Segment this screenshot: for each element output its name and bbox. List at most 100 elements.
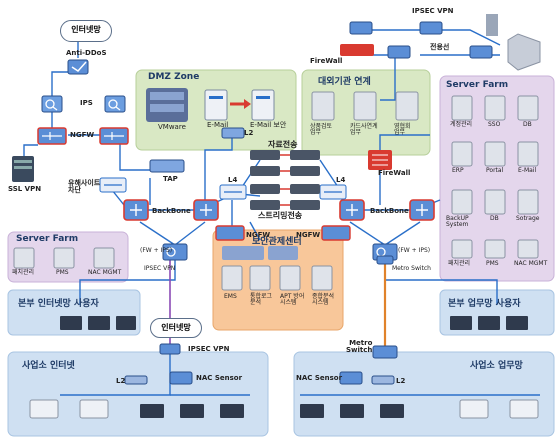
branch-business-printers [459, 399, 539, 419]
firewall-top-device [340, 44, 374, 56]
sc-item-0: EMS [224, 293, 237, 300]
l4-right-device [319, 184, 347, 200]
ipsec-vpn-bottom-label: IPSEC VPN [188, 345, 230, 353]
ips-label: IPS [80, 99, 93, 107]
email-sec-label: E-Mail 보안 [250, 121, 287, 129]
tap-label: TAP [163, 175, 178, 183]
branch-business-title: 사업소 업무망 [470, 361, 523, 371]
link-ngfw-tap [68, 134, 150, 171]
harmful-site-device [99, 177, 127, 193]
ngfw-left-device [215, 225, 245, 241]
transfer-switches [250, 150, 320, 210]
anti-ddos-label: Anti-DDoS [66, 49, 107, 57]
security-center-icons [221, 246, 333, 291]
ssl-vpn-server [12, 156, 34, 182]
branch-internet-pcs [140, 404, 244, 418]
sf-right-item-7: DB [490, 215, 499, 222]
backbone-right-2 [409, 199, 435, 221]
email-arrow [230, 99, 251, 109]
ipsec-vpn-top-label: IPSEC VPN [412, 7, 454, 15]
backbone-left-1 [123, 199, 149, 221]
link-backbone-right-down [349, 221, 386, 246]
metro-switch-label: Metro Switch [346, 339, 373, 354]
link-backbone-left-down [139, 221, 176, 246]
data-transfer-label: 자료전송 [268, 140, 298, 149]
nac-sensor-right [339, 371, 363, 385]
firewall-right-label: FireWall [378, 169, 411, 177]
external-item-3: 영협회 업무 [394, 123, 411, 136]
server-farm-right-icons [451, 95, 539, 259]
fw-ips-left-label: (FW + IPS) [140, 247, 173, 254]
l4-left-device [219, 184, 247, 200]
link-external-top [370, 54, 396, 101]
email-server [204, 89, 228, 121]
vpn-bottom-device [159, 343, 181, 355]
metro-switch-device [372, 345, 398, 359]
sc-item-2: APT 방어 시스템 [280, 293, 305, 306]
sf-right-item-6: BackUP System [446, 215, 469, 228]
dmz-title: DMZ Zone [148, 72, 200, 82]
hq-business-pcs [450, 316, 528, 330]
email-label: E-Mail [207, 121, 229, 129]
vmware-server [146, 88, 188, 122]
branch-internet-title: 사업소 인터넷 [22, 361, 75, 371]
firewall-top-label: FireWall [310, 57, 343, 65]
sf-right-item-1: SSO [488, 121, 501, 128]
link-backbone-right-down2 [384, 221, 421, 246]
backbone-left-label: BackBone [152, 207, 191, 215]
link-backbone-left-down2 [174, 221, 206, 246]
ssl-vpn-label: SSL VPN [8, 185, 42, 193]
backbone-right-1 [339, 199, 365, 221]
sc-item-3: 종합분석 시스템 [312, 293, 335, 306]
hq-internet-title: 본부 인터넷망 사용자 [18, 299, 99, 309]
internet-cloud-mid: 인터넷망 [150, 318, 202, 338]
external-item-1: 상품검토 업무 [310, 123, 333, 136]
link-fwips-left-hq [79, 258, 176, 305]
sf-left-item-0: 패치관리 [12, 269, 35, 276]
harmful-site-label: 유해사이트 차단 [68, 180, 100, 194]
branch-internet-nac-label: NAC Sensor [196, 374, 243, 382]
fw-ips-right-label: (FW + IPS) [398, 247, 431, 254]
ngfw-top-device-2 [99, 127, 129, 145]
l4-right-label: L4 [336, 176, 346, 184]
branch-business-l2 [371, 375, 395, 385]
nac-sensor-left [169, 371, 193, 385]
metro-switch-small-device [376, 255, 394, 265]
l4-left-label: L4 [228, 176, 238, 184]
sf-right-item-3: ERP [452, 167, 464, 174]
branch-business-l2-label: L2 [396, 377, 406, 385]
branch-business-nac-label: NAC Sensor [296, 374, 343, 382]
backbone-left-2 [193, 199, 219, 221]
remote-building [486, 14, 541, 71]
sf-right-item-5: E-Mail [518, 167, 537, 174]
sf-right-item-9: 패치관리 [448, 260, 471, 267]
security-center-title: 보안관제센터 [252, 237, 302, 247]
ips-device-2 [104, 95, 126, 113]
ips-device [41, 95, 63, 113]
sf-right-item-8: Sotrage [516, 215, 540, 222]
vmware-label: VMware [158, 123, 186, 131]
sf-right-item-10: PMS [486, 260, 499, 267]
hq-business-title: 본부 업무망 사용자 [448, 299, 521, 309]
metro-switch-small-label: Metro Switch [392, 265, 431, 272]
external-servers [311, 91, 419, 121]
internet-cloud-top: 인터넷망 [60, 20, 112, 42]
external-title: 대외기관 연계 [318, 77, 371, 87]
tap-device [149, 159, 185, 173]
anti-ddos-device [67, 59, 89, 75]
dmz-l2-switch [221, 127, 245, 139]
link-fw-right-external [379, 134, 430, 150]
dedicated-line-label: 전용선 [430, 43, 450, 51]
backbone-right-label: BackBone [370, 207, 409, 215]
external-item-2: 카드사연계 업무 [350, 123, 378, 136]
hq-internet-pcs [60, 316, 136, 330]
server-farm-left-icons [13, 247, 115, 269]
dmz-l2-label: L2 [244, 129, 254, 137]
ngfw-right-device [321, 225, 351, 241]
sf-right-item-4: Portal [486, 167, 504, 174]
branch-business-pcs [300, 404, 404, 418]
link-antiddos-ips [51, 71, 78, 98]
ngfw-top-device [37, 127, 67, 145]
server-farm-right-title: Server Farm [446, 80, 509, 90]
sf-left-item-1: PMS [56, 269, 69, 276]
